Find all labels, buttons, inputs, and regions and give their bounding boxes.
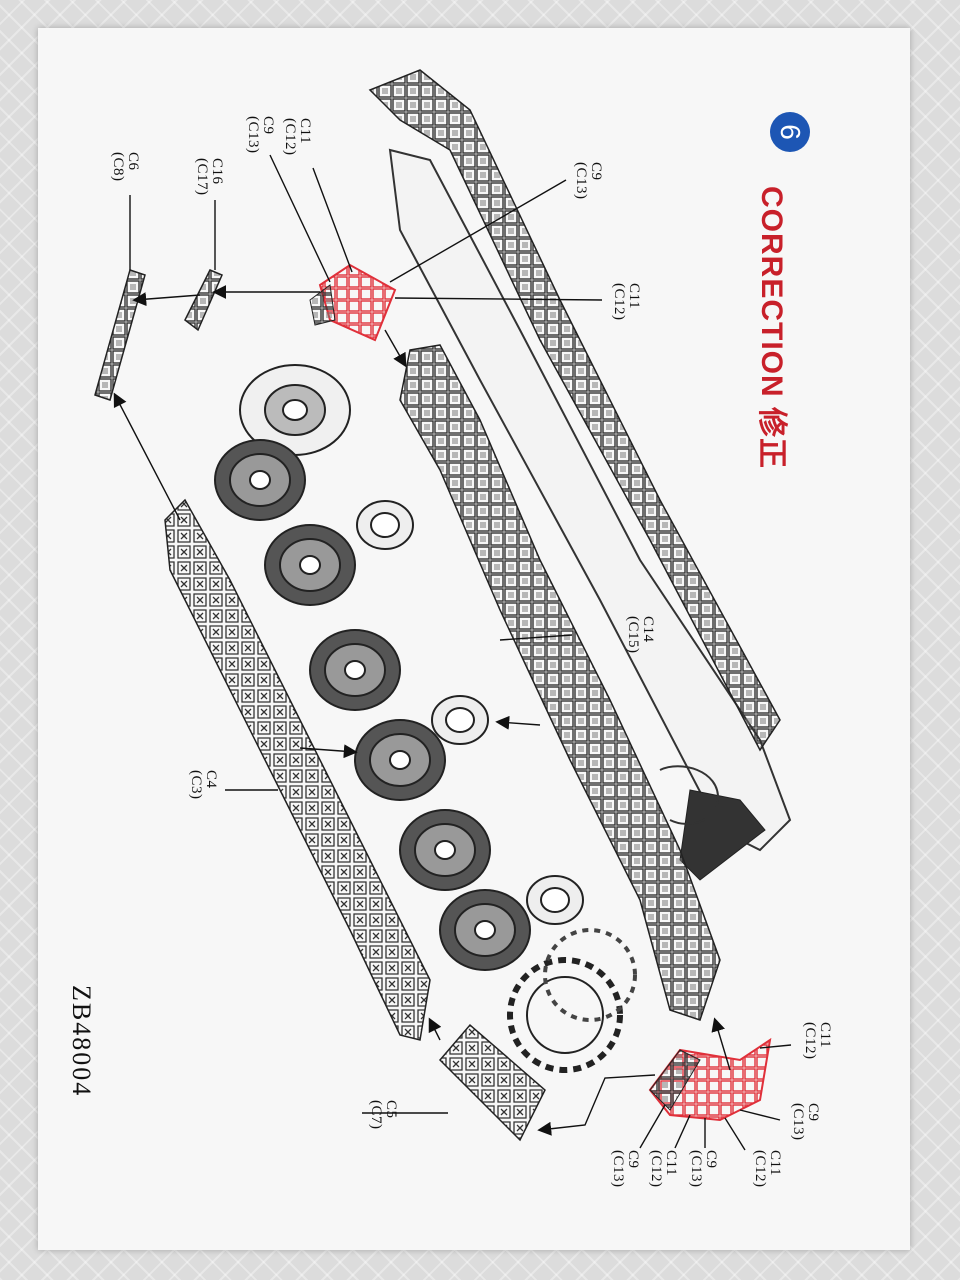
- track-c14: [399, 344, 721, 1021]
- track-piece-c6: [94, 269, 146, 401]
- road-wheels: [214, 364, 584, 971]
- label-c9-c13-top: C9 (C13): [573, 162, 604, 200]
- correction-links-bottom: [648, 1037, 772, 1122]
- tank-hull: [388, 148, 792, 881]
- product-code: ZB48004: [67, 985, 96, 1098]
- label-c14-c15: C14 (C15): [625, 616, 656, 654]
- label-c11-c12-top-right: C11 (C12): [611, 283, 642, 321]
- label-c9-c13-bottom-c: C9 (C13): [688, 1150, 719, 1188]
- step-number-badge: 6: [770, 112, 810, 152]
- label-c4-c3: C4 (C3): [188, 770, 219, 800]
- track-c4: [164, 498, 431, 1041]
- label-c11-c12-bottom-b: C11 (C12): [648, 1150, 679, 1188]
- label-c9-c13-top-left: C9 (C13): [245, 116, 276, 154]
- track-piece-c5: [438, 1023, 546, 1142]
- drive-sprocket: [507, 928, 637, 1073]
- label-c11-c12-top-left: C11 (C12): [282, 118, 313, 156]
- label-c9-c13-bottom-a: C9 (C13): [790, 1103, 821, 1141]
- correction-heading: CORRECTION 修正: [755, 186, 788, 469]
- correction-links-top: [309, 263, 397, 342]
- label-c9-c13-bottom-b: C9 (C13): [610, 1150, 641, 1188]
- leader-lines: [113, 154, 792, 1151]
- upper-track-run: [368, 69, 781, 752]
- label-c5-c7: C5 (C7): [368, 1100, 399, 1130]
- label-c11-c12-bottom-a: C11 (C12): [802, 1022, 833, 1060]
- track-piece-c16: [184, 269, 223, 332]
- label-c16-c17: C16 (C17): [194, 158, 225, 196]
- label-c11-c12-bottom-c: C11 (C12): [752, 1150, 783, 1188]
- label-c6-c8: C6 (C8): [110, 152, 141, 182]
